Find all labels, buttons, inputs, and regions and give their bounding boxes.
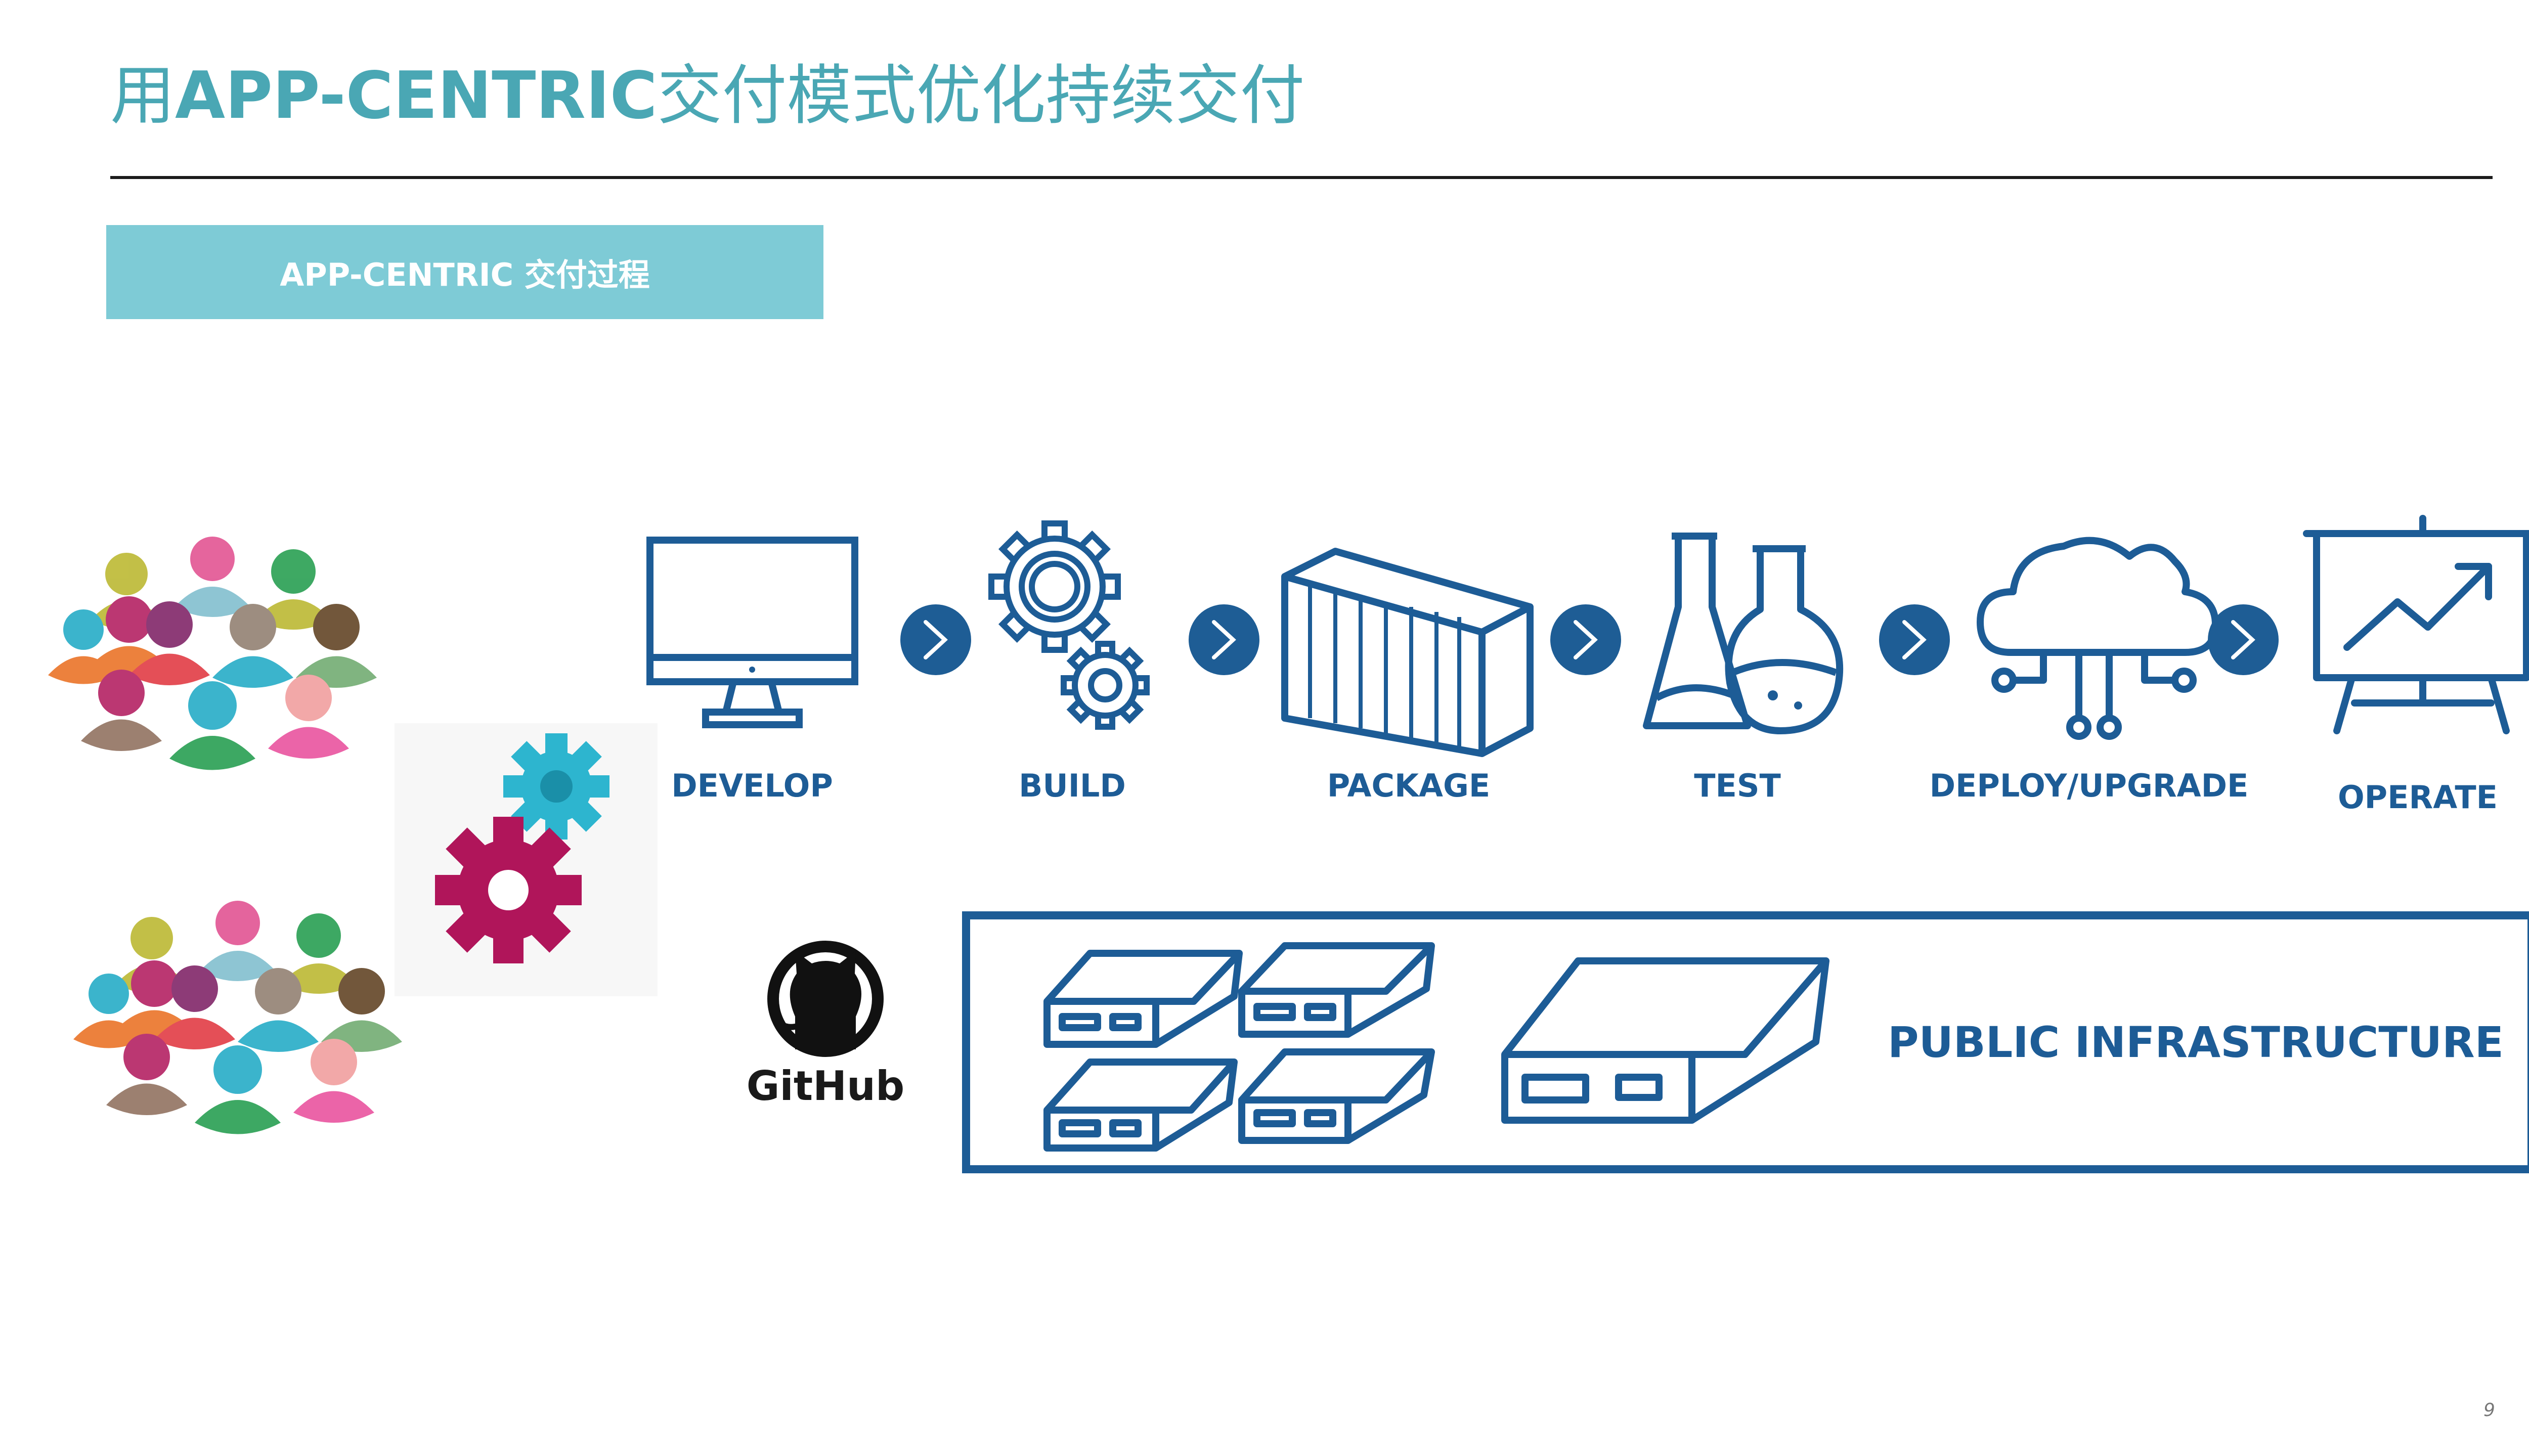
chevron-right-circle-icon bbox=[1189, 604, 1259, 675]
cloud-network-icon bbox=[1977, 537, 2219, 740]
chevron-right-circle-icon bbox=[1879, 604, 1950, 675]
container-icon bbox=[1281, 548, 1534, 757]
stage-label-package: PACKAGE bbox=[1327, 767, 1491, 804]
chevron-right-circle-icon bbox=[2208, 604, 2279, 675]
process-badge: APP-CENTRIC 交付过程 bbox=[106, 225, 823, 319]
flasks-icon bbox=[1643, 533, 1844, 734]
infrastructure-box bbox=[962, 911, 2529, 1173]
collaboration-gears-icon bbox=[395, 723, 658, 996]
page-number: 9 bbox=[2483, 1400, 2495, 1421]
stage-label-develop: DEVELOP bbox=[671, 767, 833, 804]
presentation-chart-icon bbox=[2303, 515, 2529, 734]
people-group-top-icon bbox=[48, 537, 377, 770]
server-icon bbox=[1043, 1058, 1238, 1152]
infrastructure-label: PUBLIC INFRASTRUCTURE bbox=[1888, 1018, 2504, 1067]
stage-label-deploy-upgrade: DEPLOY/UPGRADE bbox=[1930, 767, 2249, 804]
server-icon bbox=[1238, 1048, 1435, 1144]
stage-label-build: BUILD bbox=[1019, 767, 1126, 804]
stage-label-test: TEST bbox=[1694, 767, 1781, 804]
stage-label-operate: OPERATE bbox=[2338, 779, 2498, 816]
title-divider bbox=[110, 176, 2493, 179]
chevron-right-circle-icon bbox=[900, 604, 971, 675]
gears-icon bbox=[988, 520, 1150, 730]
server-icon bbox=[1501, 957, 1829, 1124]
title-bold: APP-CENTRIC bbox=[175, 58, 658, 134]
title-prefix: 用 bbox=[110, 58, 176, 134]
title-suffix: 交付模式优化持续交付 bbox=[657, 58, 1305, 134]
server-icon bbox=[1043, 950, 1243, 1048]
page-title: 用APP-CENTRIC交付模式优化持续交付 bbox=[110, 51, 1305, 142]
server-icon bbox=[1238, 942, 1435, 1038]
chevron-right-circle-icon bbox=[1550, 604, 1621, 675]
monitor-icon bbox=[646, 537, 858, 728]
github-octocat-icon bbox=[767, 941, 884, 1057]
github-label: GitHub bbox=[747, 1063, 905, 1110]
people-group-bottom-icon bbox=[73, 901, 402, 1134]
